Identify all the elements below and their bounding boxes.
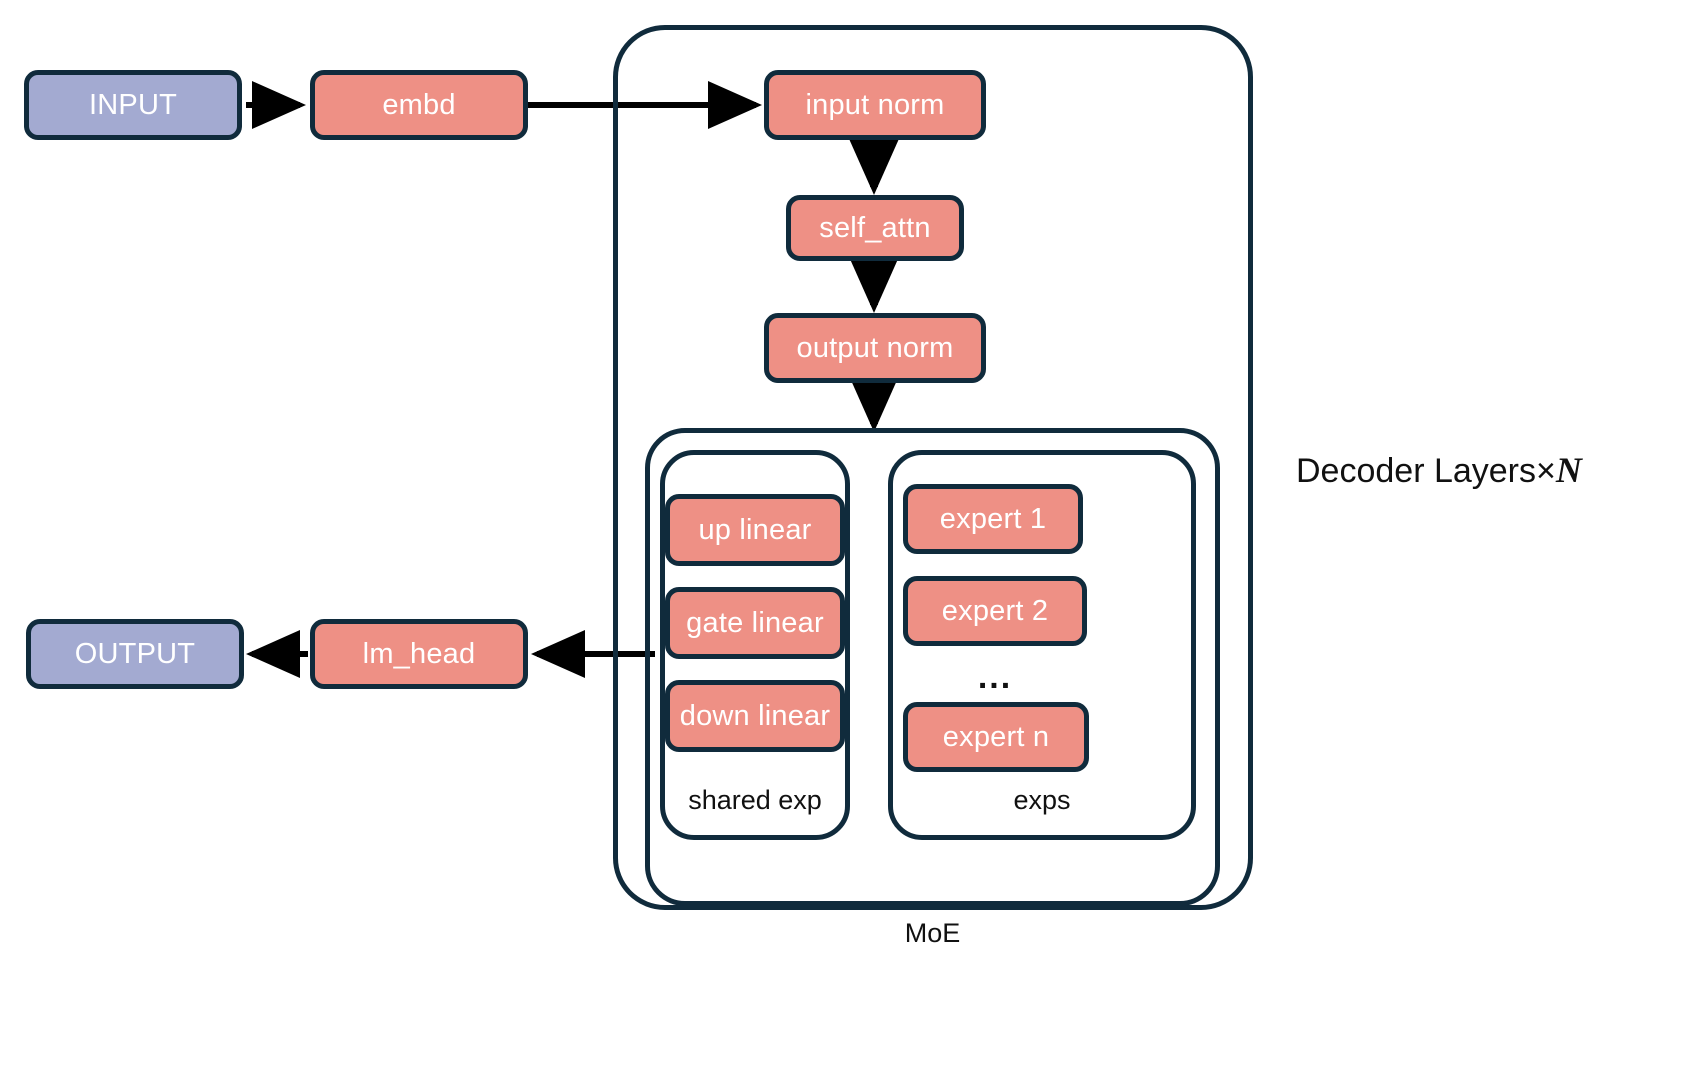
node-output[interactable]: OUTPUT	[26, 619, 244, 689]
shared-expert-group-label: shared exp	[688, 785, 822, 815]
node-output-norm[interactable]: output norm	[764, 313, 986, 383]
moe-group	[645, 428, 1220, 906]
node-up-linear[interactable]: up linear	[665, 494, 845, 566]
node-gate-linear[interactable]: gate linear	[665, 587, 845, 659]
node-input[interactable]: INPUT	[24, 70, 242, 140]
node-expert-1[interactable]: expert 1	[903, 484, 1083, 554]
node-input-norm[interactable]: input norm	[764, 70, 986, 140]
decoder-layers-count-variable: N	[1555, 450, 1582, 490]
decoder-layers-annotation-text: Decoder Layers×	[1296, 452, 1556, 490]
experts-ellipsis: ...	[977, 658, 1013, 696]
node-down-linear[interactable]: down linear	[665, 680, 845, 752]
node-lm-head[interactable]: lm_head	[310, 619, 528, 689]
node-expert-n[interactable]: expert n	[903, 702, 1089, 772]
shared-expert-group	[660, 450, 850, 840]
node-embd[interactable]: embd	[310, 70, 528, 140]
node-expert-2[interactable]: expert 2	[903, 576, 1087, 646]
node-self-attn[interactable]: self_attn	[786, 195, 964, 261]
decoder-layers-group	[613, 25, 1253, 910]
experts-group-label: exps	[1013, 785, 1071, 815]
decoder-layers-annotation: Decoder Layers×N	[1296, 452, 1582, 488]
experts-group	[888, 450, 1196, 840]
moe-group-label: MoE	[904, 918, 961, 948]
